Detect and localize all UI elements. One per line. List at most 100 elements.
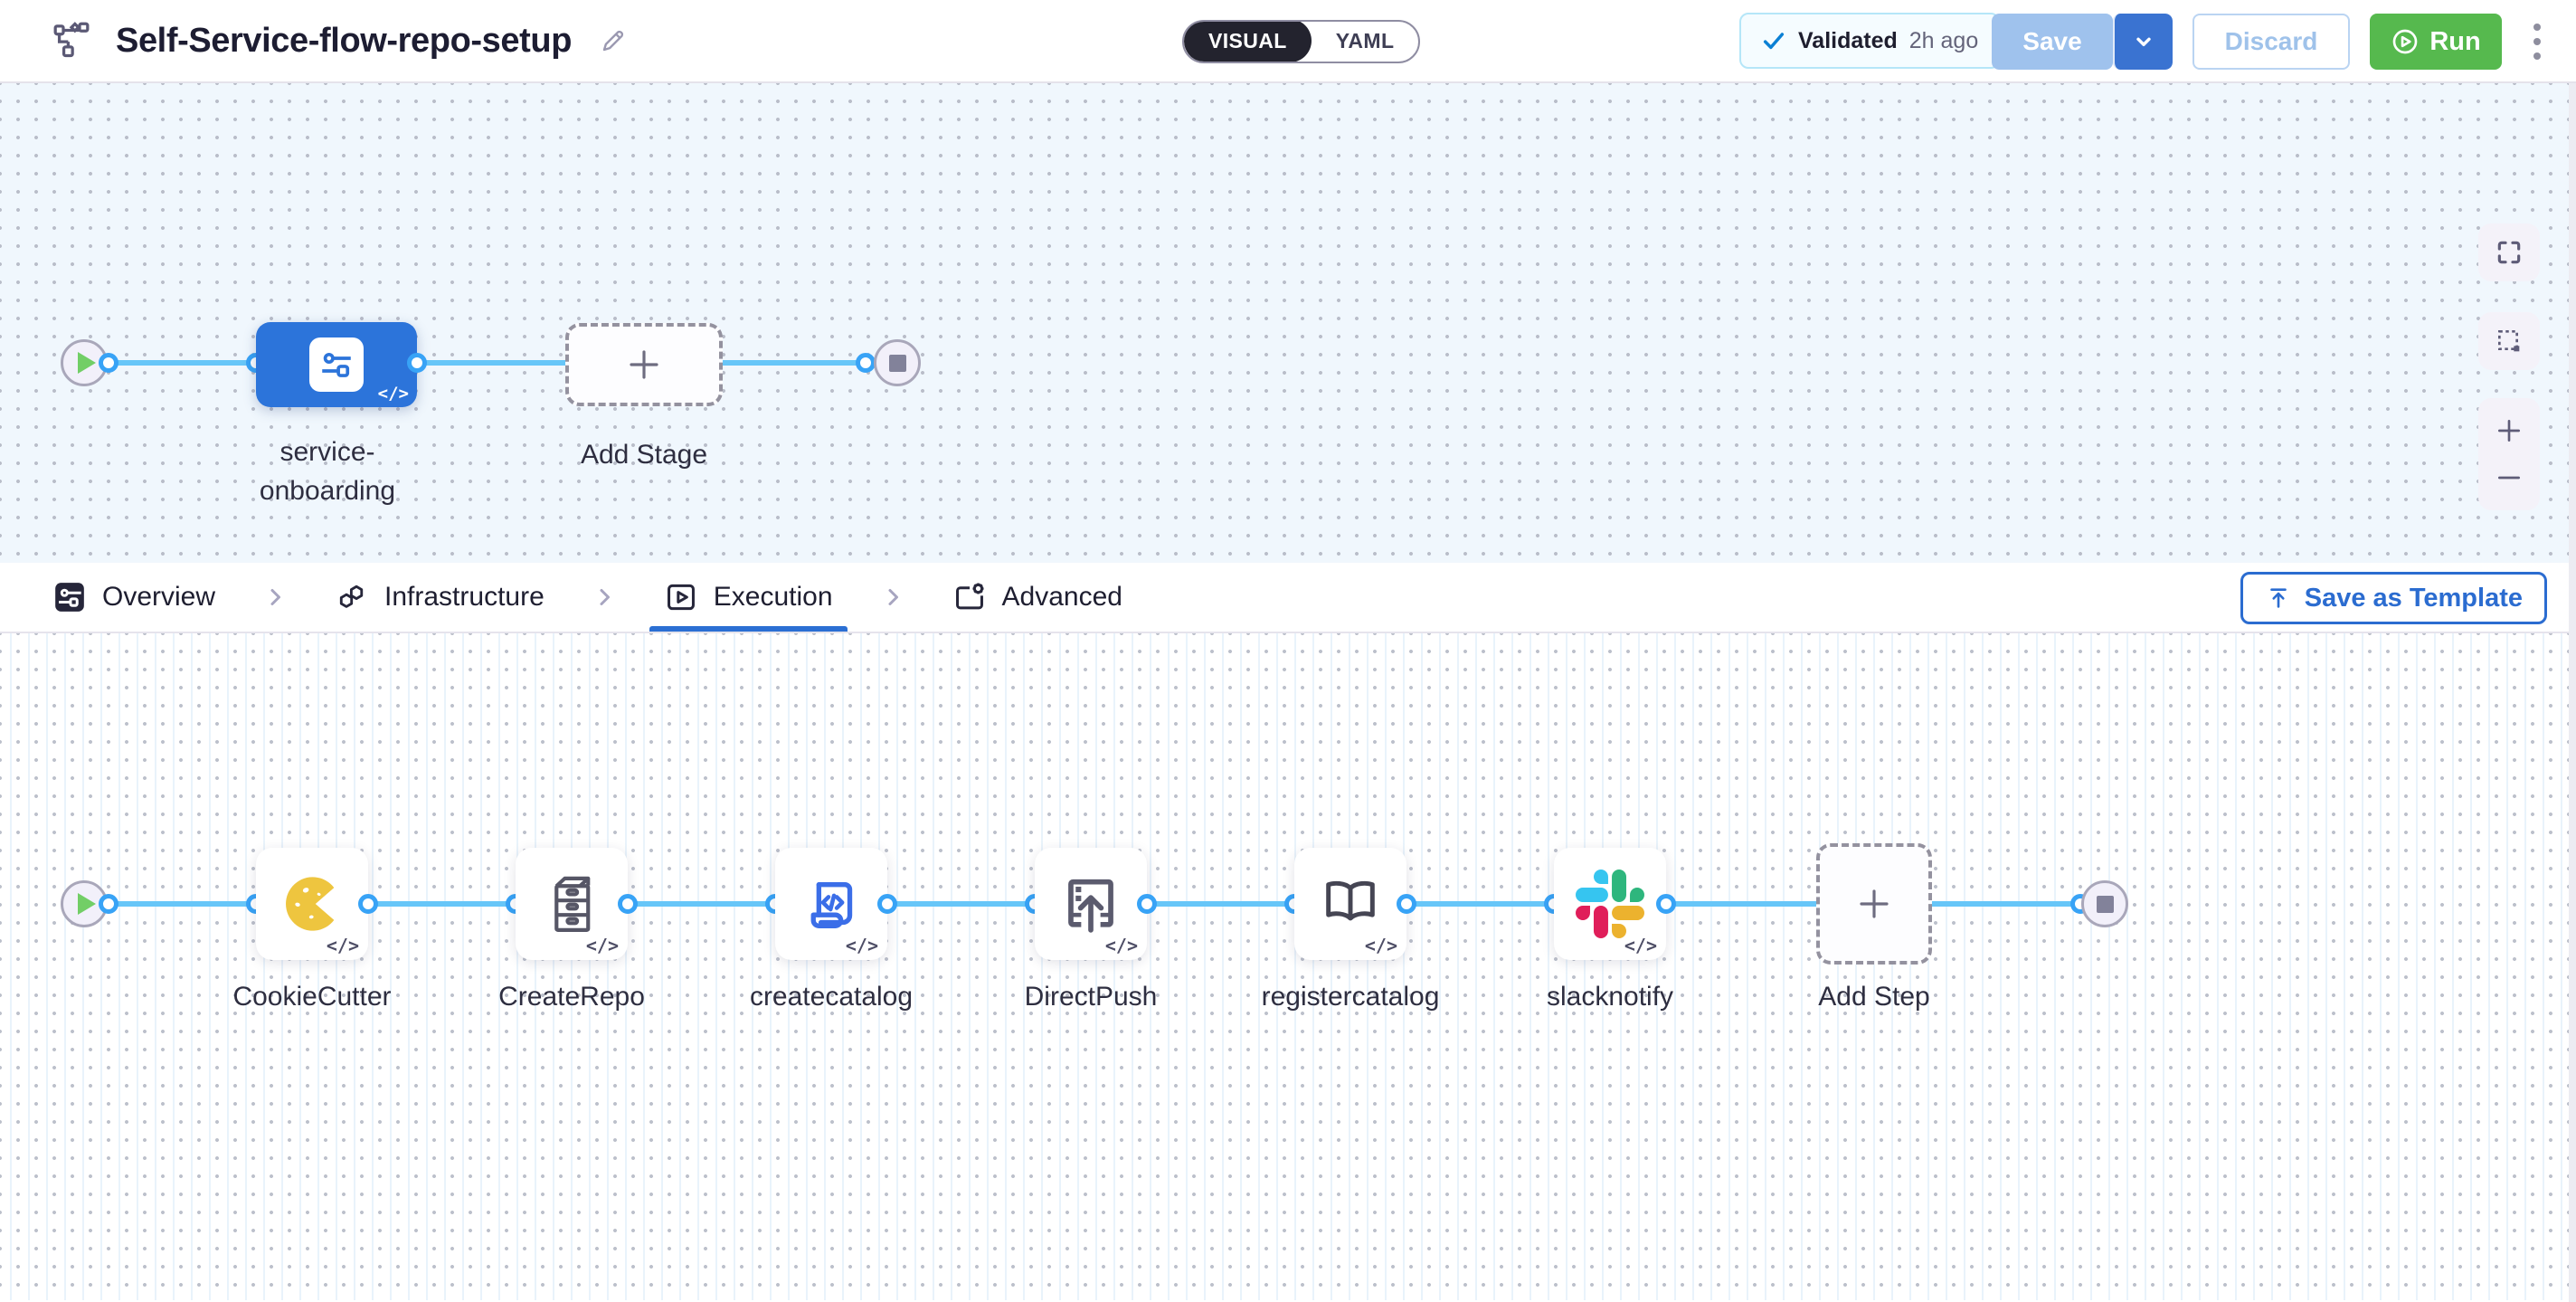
tab-advanced[interactable]: Advanced [952,563,1122,632]
marquee-select-button[interactable] [2478,312,2540,370]
edit-pencil-icon[interactable] [599,26,628,55]
tab-infrastructure[interactable]: Infrastructure [335,563,545,632]
upload-icon [2269,588,2287,608]
stage-tabbar: Overview Infrastructure Execution [0,563,2576,633]
header: Self-Service-flow-repo-setup VISUAL YAML… [0,0,2576,83]
save-options-caret[interactable] [2113,14,2173,70]
step-card-cookiecutter[interactable]: </> [256,848,368,960]
tab-separator [882,563,904,632]
overview-icon [55,583,84,612]
end-node[interactable] [2081,880,2128,927]
code-badge: </> [1364,935,1397,956]
code-badge: </> [326,935,359,956]
add-step-button[interactable] [1816,843,1932,965]
open-book-icon [1326,880,1375,921]
start-play-icon [77,893,96,915]
visual-yaml-toggle: VISUAL YAML [1182,20,1421,63]
chevron-right-icon [888,589,898,605]
execution-canvas[interactable]: </> </> < [0,633,2576,1300]
stop-icon [888,354,906,372]
step-card-createrepo[interactable]: </> [516,848,628,960]
validated-label: Validated [1798,27,1898,53]
step-card-createcatalog[interactable]: </> [775,848,887,960]
end-node[interactable] [874,339,921,386]
stop-icon [2096,895,2114,913]
step-label: CookieCutter [232,982,392,1012]
fullscreen-button[interactable] [2478,223,2540,281]
chevron-right-icon [270,589,281,605]
connector-port[interactable] [99,894,118,914]
connector-port[interactable] [1397,894,1416,914]
stage-pipeline-icon [309,337,364,392]
save-split-button: Save [1992,14,2173,70]
step-label: slacknotify [1546,982,1674,1012]
infrastructure-icon [339,584,364,608]
connector-port[interactable] [1137,894,1157,914]
step-card-slacknotify[interactable]: </> [1554,848,1666,960]
slack-icon [1576,870,1644,938]
code-badge: </> [377,384,409,404]
stage-label: service-onboarding [259,437,396,506]
tab-execution[interactable]: Execution [649,563,848,632]
header-actions: Save Discard Run [1992,14,2552,70]
step-card-registercatalog[interactable]: </> [1294,848,1406,960]
step-label: createcatalog [749,982,914,1012]
advanced-icon [955,583,984,610]
cookiecutter-icon [286,877,335,931]
marquee-select-icon [2498,330,2520,352]
tab-separator [264,563,286,632]
stage-canvas[interactable]: </> service-onboarding Add Stage [0,83,2576,563]
code-document-icon [810,882,853,928]
connector-port[interactable] [856,353,876,373]
validated-badge[interactable]: Validated 2h ago [1739,13,2001,69]
tab-overview[interactable]: Overview [52,563,215,632]
toggle-visual[interactable]: VISUAL [1184,22,1312,62]
check-icon [1763,33,1785,50]
kebab-icon [2533,24,2541,60]
run-button[interactable]: Run [2370,14,2502,70]
stage-node-service-onboarding[interactable]: </> [256,322,417,407]
connector-port[interactable] [358,894,378,914]
zoom-controls [2478,398,2540,510]
connector-port[interactable] [877,894,897,914]
code-badge: </> [845,935,878,956]
chevron-right-icon [600,589,610,605]
zoom-out-button[interactable] [2495,463,2524,492]
code-badge: </> [585,935,619,956]
step-label: CreateRepo [498,982,645,1012]
add-stage-label: Add Stage [580,440,708,470]
step-card-directpush[interactable]: </> [1035,848,1147,960]
page-title: Self-Service-flow-repo-setup [116,21,573,60]
toggle-yaml[interactable]: YAML [1335,28,1395,52]
step-label: registercatalog [1261,982,1440,1012]
code-badge: </> [1624,935,1657,956]
connector-port[interactable] [407,353,427,373]
save-as-template-button[interactable]: Save as Template [2240,572,2547,624]
validated-time: 2h ago [1908,27,1979,53]
code-badge: </> [1104,935,1138,956]
plus-icon [2498,420,2520,442]
scrollbar[interactable] [2569,83,2576,1302]
fullscreen-icon [2497,241,2521,264]
filing-cabinet-icon [554,876,591,932]
connector-port[interactable] [99,353,118,373]
chevron-down-icon [2136,37,2151,46]
push-upload-icon [1068,879,1113,933]
execution-icon [667,584,695,611]
more-options-kebab[interactable] [2522,16,2552,67]
tab-separator [593,563,615,632]
add-step-label: Add Step [1818,982,1930,1012]
pipeline-icon [53,22,90,58]
save-button[interactable]: Save [1992,14,2113,70]
minus-icon [2498,476,2520,480]
connector-port[interactable] [1656,894,1676,914]
plus-icon [630,350,658,379]
connector-port[interactable] [618,894,638,914]
add-stage-button[interactable] [565,323,723,406]
zoom-in-button[interactable] [2495,416,2524,445]
connector-line [84,360,897,366]
start-play-icon [77,352,96,374]
discard-button[interactable]: Discard [2192,14,2350,70]
step-label: DirectPush [1024,982,1158,1012]
